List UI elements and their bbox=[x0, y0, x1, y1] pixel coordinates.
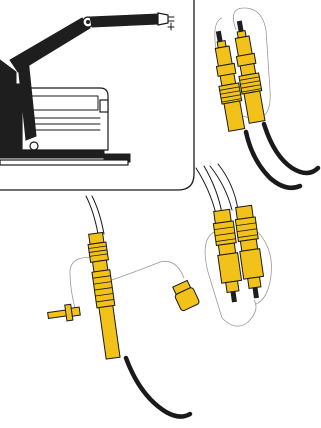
cable-single bbox=[126, 358, 190, 417]
dust-cap-right bbox=[171, 280, 200, 312]
cable-top-b bbox=[264, 124, 318, 173]
cable-top-a bbox=[246, 132, 300, 188]
dust-cap-left bbox=[47, 303, 81, 323]
single-connector-group bbox=[47, 196, 200, 417]
machine-cabinet bbox=[22, 88, 108, 150]
tether-single-right bbox=[112, 261, 184, 280]
fiber-single-top bbox=[86, 196, 98, 234]
machine-arm bbox=[10, 13, 174, 72]
machine-inset bbox=[0, 0, 194, 190]
machine-base bbox=[0, 150, 130, 165]
paired-connectors-top-right bbox=[210, 8, 318, 188]
connector-single bbox=[87, 232, 122, 359]
fibers-bottom-top bbox=[196, 164, 238, 214]
paired-connectors-bottom-right bbox=[196, 164, 272, 326]
